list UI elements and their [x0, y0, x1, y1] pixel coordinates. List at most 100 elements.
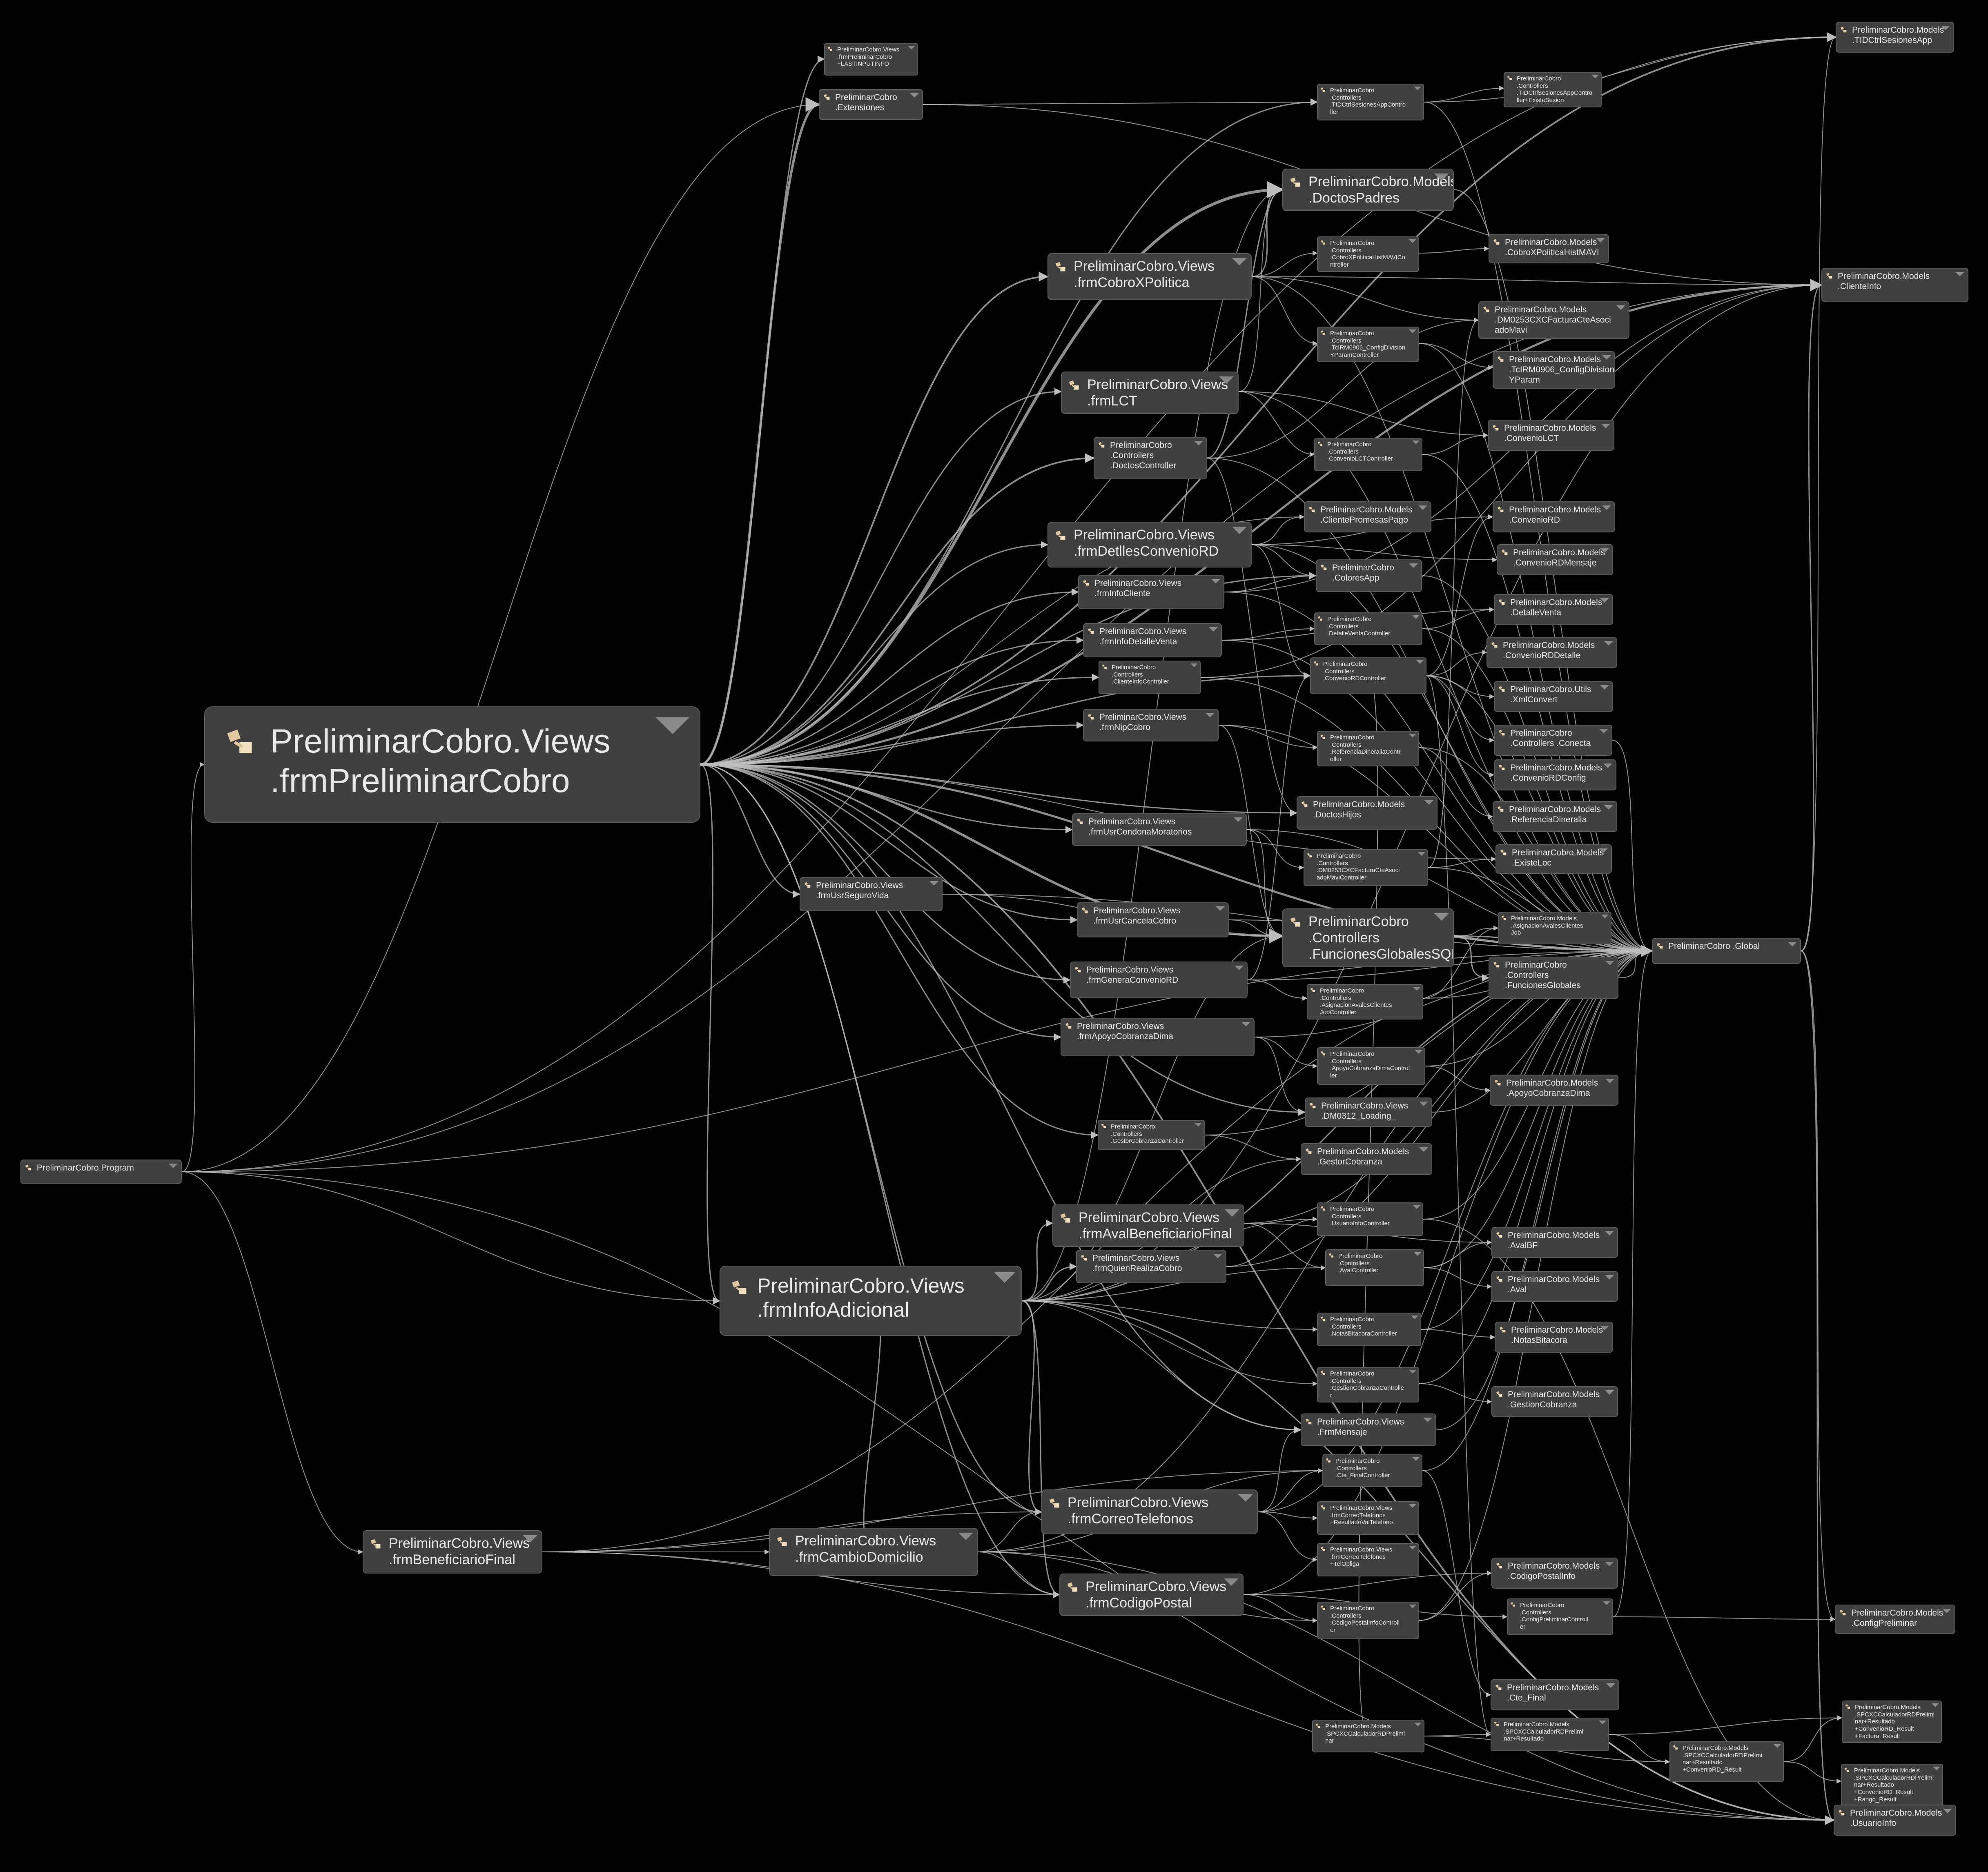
node-referencia-dineralia[interactable]: PreliminarCobro.Models.ReferenciaDineral… — [1493, 801, 1617, 832]
chevron-down-icon[interactable] — [1600, 548, 1609, 553]
chevron-down-icon[interactable] — [1190, 663, 1198, 667]
chevron-down-icon[interactable] — [1932, 1703, 1939, 1707]
node-spcxc-convenio-result[interactable]: PreliminarCobro.Models.SPCXCCalculadorRD… — [1669, 1741, 1784, 1782]
node-tc-i-r-m0906-controller[interactable]: PreliminarCobro.Controllers.TcIRM0906_Co… — [1317, 327, 1419, 362]
chevron-down-icon[interactable] — [1411, 1316, 1418, 1319]
chevron-down-icon[interactable] — [1409, 239, 1416, 243]
node-dm0253-model[interactable]: PreliminarCobro.Models.DM0253CXCFacturaC… — [1478, 301, 1629, 339]
node-usuario-info-controller[interactable]: PreliminarCobro.Controllers.UsuarioInfoC… — [1317, 1202, 1423, 1236]
node-convenio-r-d-config[interactable]: PreliminarCobro.Models.ConvenioRDConfig — [1494, 759, 1616, 790]
node-doctos-hijos[interactable]: PreliminarCobro.Models.DoctosHijos — [1297, 796, 1438, 830]
chevron-down-icon[interactable] — [1409, 734, 1416, 737]
node-convenio-r-d[interactable]: PreliminarCobro.Models.ConvenioRD — [1493, 501, 1615, 532]
chevron-down-icon[interactable] — [1605, 1390, 1614, 1395]
node-gestion-cobranza[interactable]: PreliminarCobro.Models.GestionCobranza — [1491, 1386, 1618, 1417]
chevron-down-icon[interactable] — [1211, 579, 1220, 583]
chevron-down-icon[interactable] — [1605, 1231, 1614, 1235]
chevron-down-icon[interactable] — [1414, 87, 1421, 90]
node-frm-info-detalle-venta[interactable]: PreliminarCobro.Views.frmInfoDetalleVent… — [1083, 623, 1222, 657]
node-frm-cambio-domicilio[interactable]: PreliminarCobro.Views.frmCambioDomicilio — [769, 1528, 978, 1576]
chevron-down-icon[interactable] — [1605, 1562, 1614, 1566]
chevron-down-icon[interactable] — [1415, 1050, 1422, 1054]
node-funciones-globales-s-q-l[interactable]: PreliminarCobro.Controllers.FuncionesGlo… — [1282, 908, 1454, 968]
chevron-down-icon[interactable] — [1213, 1254, 1222, 1258]
chevron-down-icon[interactable] — [1616, 305, 1625, 310]
node-frm-mensaje[interactable]: PreliminarCobro.Views.FrmMensaje — [1301, 1413, 1436, 1446]
chevron-down-icon[interactable] — [1232, 258, 1247, 265]
node-notas-bitacora[interactable]: PreliminarCobro.Models.NotasBitacora — [1495, 1322, 1613, 1353]
chevron-down-icon[interactable] — [1602, 355, 1611, 360]
node-frm-codigo-postal[interactable]: PreliminarCobro.Views.frmCodigoPostal — [1059, 1574, 1244, 1616]
chevron-down-icon[interactable] — [1238, 1494, 1253, 1502]
chevron-down-icon[interactable] — [1416, 660, 1424, 664]
node-frm-usr-condona-moratorios[interactable]: PreliminarCobro.Views.frmUsrCondonaMorat… — [1072, 813, 1247, 846]
node-config-preliminar[interactable]: PreliminarCobro.Models.ConfigPreliminar — [1835, 1605, 1955, 1634]
chevron-down-icon[interactable] — [1596, 238, 1605, 243]
node-usuario-info[interactable]: PreliminarCobro.Models.UsuarioInfo — [1834, 1805, 1956, 1836]
chevron-down-icon[interactable] — [1601, 424, 1610, 428]
chevron-down-icon[interactable] — [1942, 1609, 1951, 1613]
chevron-down-icon[interactable] — [1419, 1147, 1428, 1152]
chevron-down-icon[interactable] — [1603, 1601, 1610, 1605]
node-frm-correo-telefonos-resultado[interactable]: PreliminarCobro.Views.frmCorreoTelefonos… — [1317, 1501, 1419, 1535]
chevron-down-icon[interactable] — [523, 1535, 537, 1543]
chevron-down-icon[interactable] — [1241, 1022, 1250, 1026]
node-frm-beneficiario-final[interactable]: PreliminarCobro.Views.frmBeneficiarioFin… — [363, 1530, 542, 1574]
node-doctos-controller[interactable]: PreliminarCobro.Controllers.DoctosContro… — [1094, 437, 1207, 479]
node-frm-usr-seguro-vida[interactable]: PreliminarCobro.Views.frmUsrSeguroVida — [800, 877, 943, 911]
node-conecta[interactable]: PreliminarCobro.Controllers .Conecta — [1494, 725, 1612, 756]
node-funciones-globales[interactable]: PreliminarCobro.Controllers.FuncionesGlo… — [1489, 957, 1618, 999]
node-frm-usr-cancela-cobro[interactable]: PreliminarCobro.Views.frmUsrCancelaCobro — [1077, 902, 1229, 937]
node-config-preliminar-controller[interactable]: PreliminarCobro.Controllers.ConfigPrelim… — [1507, 1598, 1613, 1635]
chevron-down-icon[interactable] — [169, 1164, 178, 1168]
node-convenio-r-d-controller[interactable]: PreliminarCobro.Controllers.ConvenioRDCo… — [1310, 657, 1426, 694]
chevron-down-icon[interactable] — [1933, 1767, 1940, 1770]
node-tc-i-r-m0906-model[interactable]: PreliminarCobro.Models.TcIRM0906_ConfigD… — [1493, 351, 1615, 389]
node-convenio-r-d-mensaje[interactable]: PreliminarCobro.Models.ConvenioRDMensaje — [1497, 544, 1613, 575]
chevron-down-icon[interactable] — [1788, 942, 1797, 946]
node-xml-convert[interactable]: PreliminarCobro.Utils.XmlConvert — [1494, 681, 1613, 712]
chevron-down-icon[interactable] — [910, 93, 919, 98]
node-frm-info-cliente[interactable]: PreliminarCobro.Views.frmInfoCliente — [1078, 575, 1224, 609]
chevron-down-icon[interactable] — [1606, 1683, 1615, 1688]
chevron-down-icon[interactable] — [1194, 441, 1203, 445]
node-asignacion-avales-job[interactable]: PreliminarCobro.Models.AsignacionAvalesC… — [1498, 912, 1611, 944]
node-aval-controller[interactable]: PreliminarCobro.Controllers.AvalControll… — [1325, 1249, 1424, 1286]
node-referencia-dineralia-controller[interactable]: PreliminarCobro.Controllers.ReferenciaDi… — [1317, 731, 1419, 766]
chevron-down-icon[interactable] — [908, 46, 915, 49]
node-spcxc-rango[interactable]: PreliminarCobro.Models.SPCXCCalculadorRD… — [1841, 1764, 1943, 1807]
chevron-down-icon[interactable] — [1591, 75, 1599, 78]
chevron-down-icon[interactable] — [1209, 627, 1218, 632]
node-aval[interactable]: PreliminarCobro.Models.Aval — [1491, 1271, 1618, 1302]
chevron-down-icon[interactable] — [1413, 987, 1420, 991]
chevron-down-icon[interactable] — [1600, 685, 1609, 690]
node-colores-app[interactable]: PreliminarCobro.ColoresApp — [1316, 559, 1422, 592]
node-cobro-x-politica-hist-m-a-v-i[interactable]: PreliminarCobro.Models.CobroXPoliticaHis… — [1489, 234, 1609, 263]
chevron-down-icon[interactable] — [1604, 805, 1613, 810]
chevron-down-icon[interactable] — [1599, 729, 1608, 733]
node-detalle-venta[interactable]: PreliminarCobro.Models.DetalleVenta — [1494, 594, 1613, 625]
node-convenio-l-c-t-controller[interactable]: PreliminarCobro.Controllers.ConvenioLCTC… — [1314, 438, 1422, 471]
chevron-down-icon[interactable] — [1413, 1205, 1420, 1209]
node-frm-correo-telefonos[interactable]: PreliminarCobro.Views.frmCorreoTelefonos — [1041, 1489, 1258, 1534]
chevron-down-icon[interactable] — [1943, 1809, 1952, 1813]
node-convenio-l-c-t[interactable]: PreliminarCobro.Models.ConvenioLCT — [1488, 420, 1614, 451]
chevron-down-icon[interactable] — [1409, 563, 1418, 568]
node-gestion-cobranza-controller[interactable]: PreliminarCobro.Controllers.GestionCobra… — [1317, 1367, 1419, 1402]
chevron-down-icon[interactable] — [1602, 505, 1611, 510]
chevron-down-icon[interactable] — [1434, 174, 1449, 181]
node-tid-ctrl-sesiones-app[interactable]: PreliminarCobro.Models.TIDCtrlSesionesAp… — [1836, 22, 1954, 53]
chevron-down-icon[interactable] — [655, 717, 690, 734]
node-convenio-r-d-detalle[interactable]: PreliminarCobro.Models.ConvenioRDDetalle — [1487, 637, 1617, 668]
chevron-down-icon[interactable] — [1414, 1252, 1421, 1256]
chevron-down-icon[interactable] — [1412, 441, 1420, 444]
node-codigo-postal-info-controller[interactable]: PreliminarCobro.Controllers.CodigoPostal… — [1317, 1602, 1419, 1639]
node-last-input[interactable]: PreliminarCobro.Views.frmPreliminarCobro… — [824, 43, 918, 76]
chevron-down-icon[interactable] — [1409, 1504, 1416, 1508]
node-detalle-venta-controller[interactable]: PreliminarCobro.Controllers.DetalleVenta… — [1314, 612, 1422, 645]
node-doctos-padres[interactable]: PreliminarCobro.Models.DoctosPadres — [1282, 169, 1454, 211]
node-frm-correo-telefonos-tel-obliga[interactable]: PreliminarCobro.Views.frmCorreoTelefonos… — [1317, 1543, 1419, 1576]
node-dm0253-controller[interactable]: PreliminarCobro.Controllers.DM0253CXCFac… — [1304, 849, 1428, 886]
node-frm-cobro-x-politica[interactable]: PreliminarCobro.Views.frmCobroXPolitica — [1047, 253, 1252, 300]
node-existe-sesion[interactable]: PreliminarCobro.Controllers.TIDCtrlSesio… — [1504, 72, 1602, 107]
